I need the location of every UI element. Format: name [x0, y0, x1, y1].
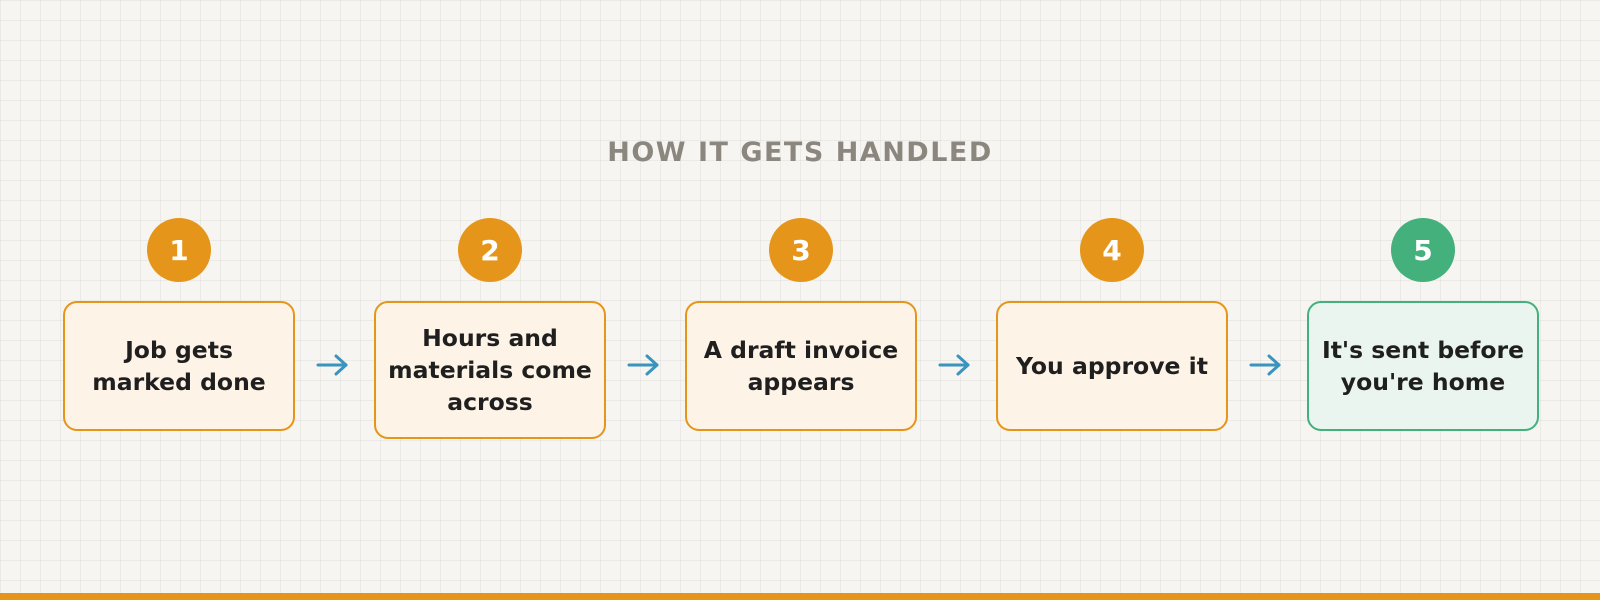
diagram-title: HOW IT GETS HANDLED — [607, 137, 993, 168]
step-box: You approve it — [996, 301, 1228, 431]
step-box: Hours and materials come across — [374, 301, 606, 439]
step-5: 5 It's sent before you're home — [1307, 0, 1539, 600]
arrow-right-icon — [627, 354, 659, 376]
step-3: 3 A draft invoice appears — [685, 0, 917, 600]
step-number-badge: 1 — [147, 218, 211, 282]
step-box: It's sent before you're home — [1307, 301, 1539, 431]
step-2: 2 Hours and materials come across — [374, 0, 606, 600]
step-1: 1 Job gets marked done — [63, 0, 295, 600]
arrow-right-icon — [316, 354, 348, 376]
bottom-accent-bar — [0, 593, 1600, 600]
step-number-badge: 4 — [1080, 218, 1144, 282]
arrow-right-icon — [938, 354, 970, 376]
arrow-right-icon — [1249, 354, 1281, 376]
step-number-badge: 2 — [458, 218, 522, 282]
step-4: 4 You approve it — [996, 0, 1228, 600]
step-number-badge: 5 — [1391, 218, 1455, 282]
step-box: Job gets marked done — [63, 301, 295, 431]
step-number-badge: 3 — [769, 218, 833, 282]
step-box: A draft invoice appears — [685, 301, 917, 431]
